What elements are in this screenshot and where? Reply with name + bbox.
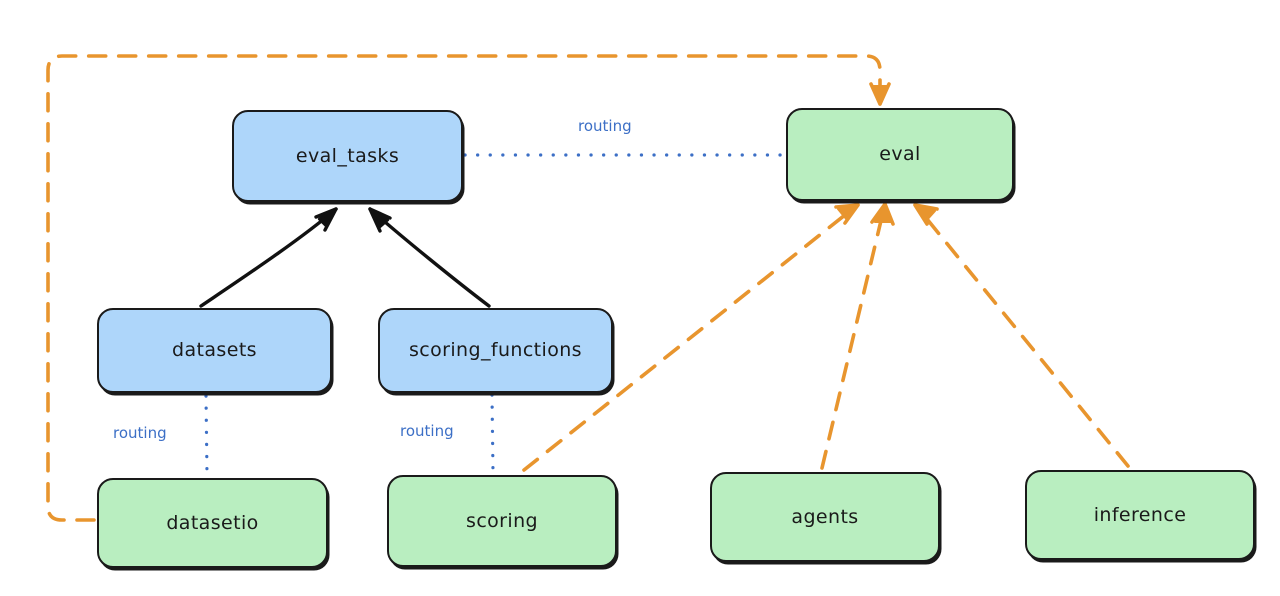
edge-label-routing-eval-tasks-eval: routing [578, 117, 632, 135]
node-inference[interactable]: inference [1025, 470, 1255, 560]
node-label-datasetio: datasetio [166, 511, 259, 534]
node-label-inference: inference [1093, 503, 1187, 526]
node-datasets[interactable]: datasets [97, 308, 332, 393]
edge-datasetio-to-eval [46, 54, 891, 522]
edge-scoring-to-eval [522, 203, 860, 472]
edge-datasets-to-eval_tasks [199, 207, 338, 308]
edge-inference-to-eval [913, 203, 1130, 468]
node-label-eval-tasks: eval_tasks [295, 144, 400, 167]
edge-label-routing-datasets-datasetio: routing [113, 424, 167, 442]
node-scoring[interactable]: scoring [387, 475, 617, 567]
edge-scoring_functions-to-scoring [490, 393, 495, 474]
node-label-agents: agents [791, 505, 859, 528]
edge-label-routing-scoring-functions-scoring: routing [400, 422, 454, 440]
node-eval[interactable]: eval [786, 108, 1014, 201]
edge-scoring_functions-to-eval_tasks [368, 207, 491, 308]
edge-datasets-to-datasetio [204, 394, 209, 476]
node-label-datasets: datasets [172, 339, 257, 361]
edge-agents-to-eval [820, 202, 895, 470]
node-datasetio[interactable]: datasetio [97, 478, 328, 568]
node-scoring-functions[interactable]: scoring_functions [378, 308, 613, 393]
node-eval-tasks[interactable]: eval_tasks [232, 110, 463, 202]
node-label-scoring: scoring [466, 509, 538, 532]
node-label-scoring-functions: scoring_functions [409, 339, 582, 361]
node-label-eval: eval [879, 143, 921, 165]
node-agents[interactable]: agents [710, 472, 940, 562]
